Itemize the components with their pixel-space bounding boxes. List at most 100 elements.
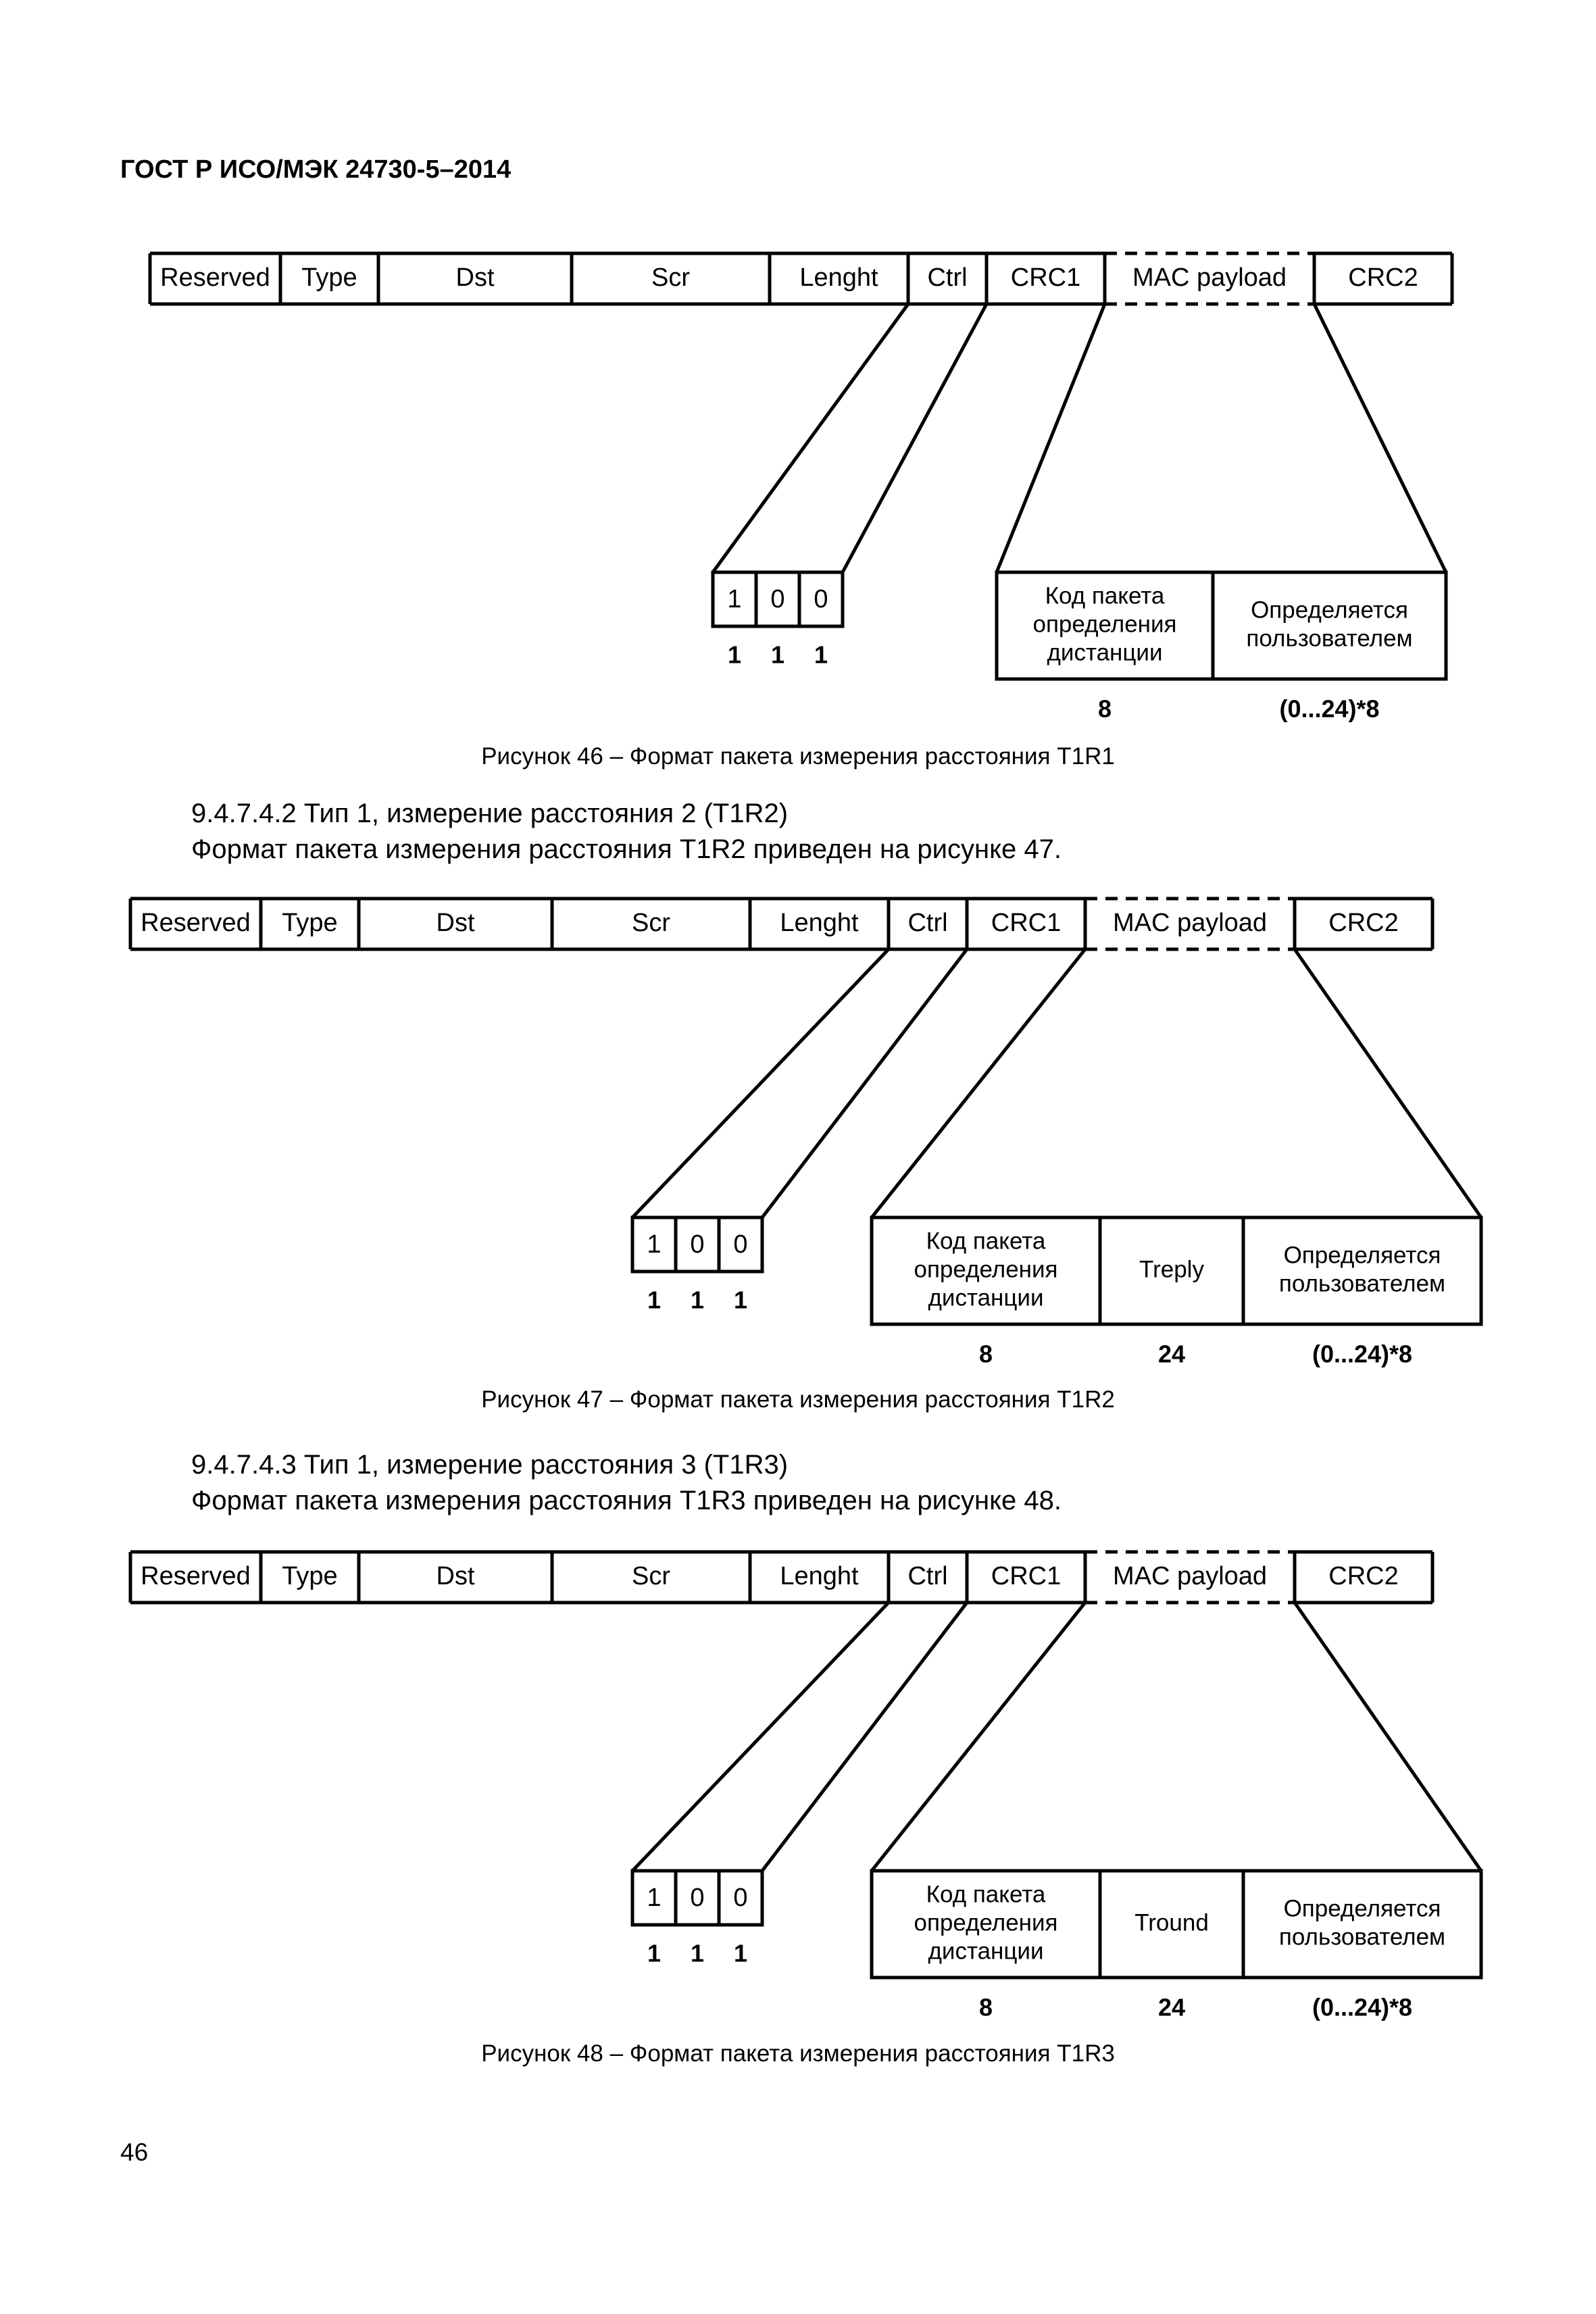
section-text-t1r3: Формат пакета измерения расстояния T1R3 …: [191, 1486, 1062, 1515]
payload-field-label: Код пакета: [1045, 582, 1165, 609]
payload-expansion-line: [995, 303, 1107, 573]
payload-field-label: дистанции: [1047, 639, 1162, 665]
field-scr-label: Scr: [651, 263, 690, 292]
field-crc1-label: CRC1: [991, 1562, 1061, 1590]
ctrl-bit-value: 0: [733, 1230, 747, 1259]
payload-expansion-line: [870, 948, 1087, 1219]
payload-field-label: дистанции: [928, 1284, 1043, 1311]
payload-field-label: пользователем: [1279, 1270, 1445, 1297]
ctrl-expansion-line: [841, 303, 989, 574]
payload-size-label: 8: [979, 1994, 993, 2021]
payload-field-label: Определяется: [1251, 597, 1408, 623]
ctrl-bit-label: 1: [647, 1286, 661, 1314]
section-title-t1r2: 9.4.7.4.2 Тип 1, измерение расстояния 2 …: [191, 799, 789, 828]
ctrl-expansion-line: [761, 1601, 968, 1872]
field-type-label: Type: [282, 909, 337, 937]
payload-size-label: 8: [1098, 695, 1112, 723]
ctrl-bit-label: 1: [647, 1940, 661, 1967]
field-crc2-label: CRC2: [1328, 909, 1398, 937]
payload-field-label: Tround: [1134, 1909, 1209, 1936]
ctrl-bit-label: 1: [771, 641, 784, 669]
payload-expansion-line: [870, 1601, 1087, 1872]
ctrl-bit-value: 1: [727, 585, 741, 613]
ctrl-bit-box: [630, 1869, 764, 1927]
field-dst-label: Dst: [437, 1562, 475, 1590]
field-dst-label: Dst: [456, 263, 495, 292]
payload-box: [995, 570, 1448, 681]
field-ctrl-label: Ctrl: [907, 909, 947, 937]
figure-47-diagram: Reserved Type Dst Scr Lenght Ctrl CRC1 MAC payl…: [128, 897, 1483, 1368]
field-ctrl-label: Ctrl: [927, 263, 967, 292]
field-scr-label: Scr: [632, 1562, 670, 1590]
figure-48-caption: Рисунок 48 – Формат пакета измерения рас…: [481, 2040, 1115, 2067]
field-type-label: Type: [301, 263, 357, 292]
ctrl-bit-value: 1: [647, 1884, 661, 1912]
figure-48-diagram: Reserved Type Dst Scr Lenght Ctrl CRC1 MAC payl…: [128, 1550, 1483, 2021]
payload-box: [870, 1869, 1483, 1980]
ctrl-bit-value: 0: [733, 1884, 747, 1912]
payload-expansion-line: [1293, 948, 1483, 1219]
field-reserved-label: Reserved: [141, 1562, 251, 1590]
field-crc1-label: CRC1: [1011, 263, 1080, 292]
ctrl-bit-value: 0: [690, 1884, 704, 1912]
ctrl-bit-box: [630, 1215, 764, 1274]
payload-size-label: 8: [979, 1340, 993, 1368]
field-scr-label: Scr: [632, 909, 670, 937]
ctrl-bit-value: 0: [690, 1230, 704, 1259]
payload-field-label: пользователем: [1279, 1923, 1445, 1950]
payload-field-label: Код пакета: [926, 1228, 1046, 1254]
payload-field-label: Определяется: [1284, 1895, 1441, 1921]
ctrl-expansion-line: [631, 948, 890, 1219]
ctrl-bit-value: 1: [647, 1230, 661, 1259]
ctrl-bit-value: 0: [770, 585, 784, 613]
page-number: 46: [120, 2138, 149, 2166]
ctrl-bit-label: 1: [691, 1286, 704, 1314]
payload-field-label: определения: [914, 1909, 1057, 1936]
ctrl-bit-label: 1: [728, 641, 741, 669]
field-reserved-label: Reserved: [160, 263, 270, 292]
ctrl-bit-label: 1: [691, 1940, 704, 1967]
ctrl-bit-label: 1: [814, 641, 828, 669]
payload-field-label: Определяется: [1284, 1242, 1441, 1268]
payload-box: [870, 1215, 1483, 1326]
ctrl-bit-value: 0: [814, 585, 828, 613]
payload-size-label: 24: [1158, 1994, 1185, 2021]
payload-size-label: (0...24)*8: [1312, 1994, 1412, 2021]
field-dst-label: Dst: [437, 909, 475, 937]
field-lenght-label: Lenght: [780, 909, 859, 937]
field-crc1-label: CRC1: [991, 909, 1061, 937]
field-lenght-label: Lenght: [799, 263, 878, 292]
payload-field-label: определения: [914, 1256, 1057, 1282]
field-mac-payload-label: MAC payload: [1113, 1562, 1267, 1590]
field-type-label: Type: [282, 1562, 337, 1590]
payload-expansion-line: [1312, 303, 1448, 574]
ctrl-expansion-line: [761, 948, 968, 1219]
field-ctrl-label: Ctrl: [907, 1562, 947, 1590]
ctrl-bit-label: 1: [734, 1286, 747, 1314]
section-title-t1r3: 9.4.7.4.3 Тип 1, измерение расстояния 3 …: [191, 1450, 789, 1480]
payload-expansion-line: [1293, 1601, 1483, 1872]
field-lenght-label: Lenght: [780, 1562, 859, 1590]
field-reserved-label: Reserved: [141, 909, 251, 937]
section-text-t1r2: Формат пакета измерения расстояния T1R2 …: [191, 834, 1062, 864]
ctrl-expansion-line: [631, 1601, 890, 1872]
field-mac-payload-label: MAC payload: [1132, 263, 1287, 292]
payload-size-label: 24: [1158, 1340, 1185, 1368]
field-crc2-label: CRC2: [1328, 1562, 1398, 1590]
figure-46-caption: Рисунок 46 – Формат пакета измерения рас…: [481, 743, 1115, 770]
field-crc2-label: CRC2: [1348, 263, 1418, 292]
field-mac-payload-label: MAC payload: [1113, 909, 1267, 937]
document-header: ГОСТ Р ИСО/МЭК 24730-5–2014: [120, 155, 512, 184]
ctrl-expansion-line: [711, 303, 910, 574]
payload-size-label: (0...24)*8: [1279, 695, 1379, 723]
payload-field-label: определения: [1032, 611, 1176, 637]
figure-46-diagram: Reserved Type Dst Scr Lenght Ctrl CRC1 MAC payl…: [148, 251, 1454, 723]
payload-size-label: (0...24)*8: [1312, 1340, 1412, 1368]
ctrl-bit-box: [711, 570, 845, 628]
payload-field-label: Код пакета: [926, 1881, 1046, 1907]
payload-field-label: пользователем: [1246, 625, 1412, 651]
figure-47-caption: Рисунок 47 – Формат пакета измерения рас…: [481, 1386, 1115, 1413]
payload-field-label: дистанции: [928, 1938, 1043, 1964]
ctrl-bit-label: 1: [734, 1940, 747, 1967]
payload-field-label: Treply: [1139, 1256, 1204, 1282]
